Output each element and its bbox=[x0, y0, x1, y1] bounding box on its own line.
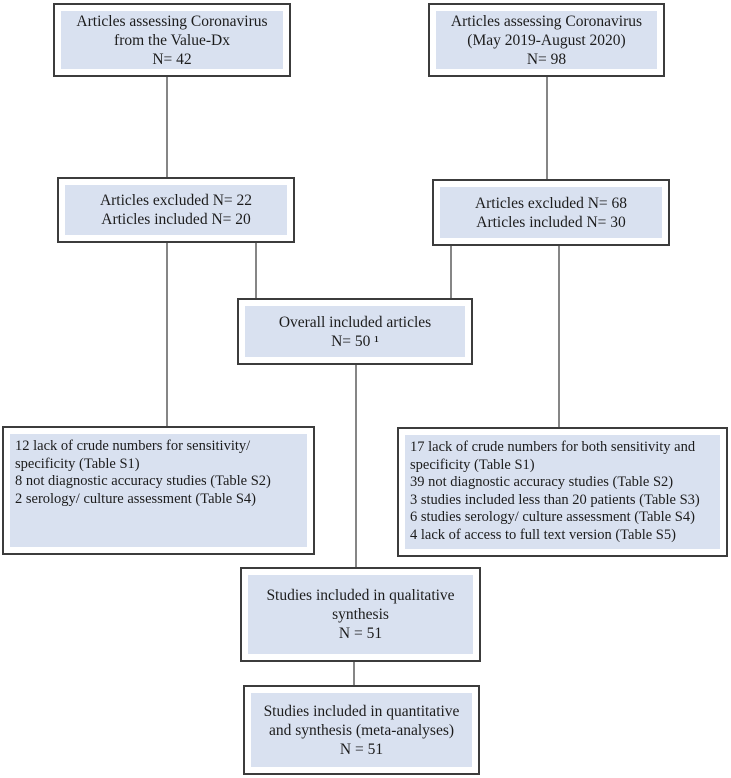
text-line: Articles assessing Coronavirus bbox=[450, 12, 643, 30]
connector-line bbox=[355, 365, 357, 567]
text-line: 8 not diagnostic accuracy studies (Table… bbox=[15, 473, 271, 489]
flow-box-overall-included: Overall included articles N= 50 ¹ bbox=[237, 298, 473, 365]
flow-box-quantitative-synthesis: Studies included in quantitative and syn… bbox=[243, 685, 480, 775]
box-fill: 17 lack of crude numbers for both sensit… bbox=[405, 435, 720, 549]
flow-box-literature-screen: Articles excluded N= 68 Articles include… bbox=[432, 179, 670, 246]
text-line: 39 not diagnostic accuracy studies (Tabl… bbox=[410, 474, 674, 490]
connector-line bbox=[450, 246, 452, 298]
text-line: Articles included N= 30 bbox=[476, 213, 626, 231]
text-line: Articles excluded N= 22 bbox=[99, 192, 253, 209]
flow-box-valuedx-source: Articles assessing Coronavirus from the … bbox=[53, 3, 291, 77]
text-line: N= 42 bbox=[152, 50, 192, 68]
flow-box-valuedx-exclusions: 12 lack of crude numbers for sensitivity… bbox=[2, 426, 315, 555]
box-fill: Studies included in qualitative synthesi… bbox=[248, 575, 473, 654]
flow-box-qualitative-synthesis: Studies included in qualitative synthesi… bbox=[240, 567, 481, 662]
text-line: 3 studies included less than 20 patients… bbox=[410, 491, 700, 508]
text-line: 2 serology/ culture assessment (Table S4… bbox=[15, 490, 256, 507]
text-line: and synthesis (meta-analyses) bbox=[268, 721, 455, 739]
connector-line bbox=[166, 243, 168, 426]
flow-box-literature-source: Articles assessing Coronavirus (May 2019… bbox=[428, 3, 665, 77]
text-line: N= 50 ¹ bbox=[331, 332, 379, 350]
connector-line bbox=[546, 77, 548, 179]
text-line: Studies included in quantitative bbox=[263, 702, 460, 720]
text-line: Articles assessing Coronavirus bbox=[76, 12, 268, 30]
text-line: Articles included N= 20 bbox=[101, 211, 251, 228]
box-fill: Articles assessing Coronavirus (May 2019… bbox=[436, 11, 657, 69]
text-line: from the Value-Dx bbox=[114, 31, 230, 49]
text-line: specificity (Table S1) bbox=[15, 455, 140, 472]
box-fill: Articles assessing Coronavirus from the … bbox=[61, 11, 283, 69]
connector-line bbox=[353, 662, 355, 685]
connector-line bbox=[166, 77, 168, 177]
box-fill: Overall included articles N= 50 ¹ bbox=[245, 306, 465, 357]
text-line: Studies included in qualitative bbox=[266, 587, 455, 604]
box-fill: Articles excluded N= 68 Articles include… bbox=[440, 187, 662, 238]
text-line: Articles excluded N= 68 bbox=[474, 194, 628, 212]
text-line: N = 51 bbox=[338, 625, 383, 642]
flow-box-literature-exclusions: 17 lack of crude numbers for both sensit… bbox=[397, 427, 728, 557]
flow-box-valuedx-screen: Articles excluded N= 22 Articles include… bbox=[57, 177, 295, 243]
text-line: specificity (Table S1) bbox=[410, 456, 535, 473]
text-line: 12 lack of crude numbers for sensitivity… bbox=[15, 438, 251, 454]
box-fill: 12 lack of crude numbers for sensitivity… bbox=[10, 434, 307, 547]
text-line: synthesis bbox=[332, 606, 389, 623]
text-line: 17 lack of crude numbers for both sensit… bbox=[410, 439, 696, 455]
box-fill: Articles excluded N= 22 Articles include… bbox=[65, 185, 287, 235]
text-line: 4 lack of access to full text version (T… bbox=[410, 526, 676, 543]
text-line: N = 51 bbox=[339, 740, 384, 758]
connector-line bbox=[558, 246, 560, 427]
text-line: 6 studies serology/ culture assessment (… bbox=[410, 509, 695, 525]
text-line: N= 98 bbox=[526, 50, 567, 68]
text-line: (May 2019-August 2020) bbox=[467, 31, 626, 49]
connector-line bbox=[255, 243, 257, 298]
box-fill: Studies included in quantitative and syn… bbox=[251, 693, 472, 767]
text-line: Overall included articles bbox=[278, 313, 432, 331]
